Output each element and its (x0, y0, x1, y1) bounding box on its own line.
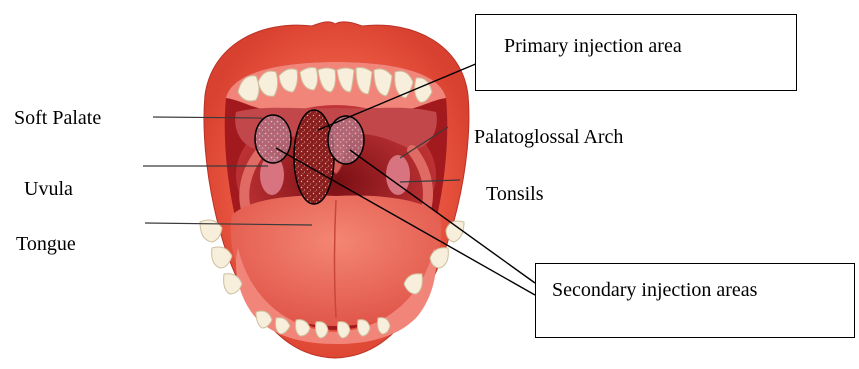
secondary-injection-callout: Secondary injection areas (535, 263, 855, 338)
primary-injection-area (294, 110, 334, 204)
secondary-injection-callout-text: Secondary injection areas (552, 279, 757, 301)
palatoglossal-arch-label: Palatoglossal Arch (474, 125, 623, 149)
uvula-label: Uvula (24, 177, 73, 201)
primary-injection-callout: Primary injection area (475, 14, 797, 91)
soft-palate-label: Soft Palate (14, 106, 101, 130)
primary-injection-callout-text: Primary injection area (504, 35, 682, 57)
tonsils-label: Tonsils (486, 182, 544, 206)
tonsil-right (386, 155, 410, 195)
secondary-injection-area-left (255, 115, 291, 163)
tongue-label: Tongue (16, 232, 76, 256)
